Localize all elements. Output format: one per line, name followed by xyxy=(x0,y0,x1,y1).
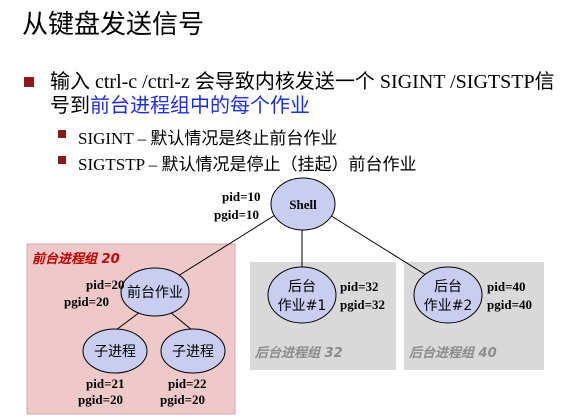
child-2-pgid: pgid=20 xyxy=(160,392,205,407)
main-bullet-text: 输入 ctrl-c /ctrl-z 会导致内核发送一个 SIGINT /SIGT… xyxy=(50,70,574,118)
bg-job-node-2 xyxy=(413,266,483,324)
edge-fg-child1 xyxy=(115,311,141,331)
bg-job-2-pgid: pgid=40 xyxy=(487,297,532,312)
foreground-group-box xyxy=(26,243,236,415)
sub-bullet-sigint: SIGINT – 默认情况是终止前台作业 xyxy=(58,124,337,149)
shell-label: Shell xyxy=(289,197,317,212)
edge-fg-child2 xyxy=(169,311,193,331)
shell-pgid: pgid=10 xyxy=(214,207,259,222)
edge-shell-fg xyxy=(177,211,281,277)
fg-job-label: 前台作业 xyxy=(127,284,183,301)
fg-job-node xyxy=(120,267,190,317)
fg-group-title: 前台进程组 20 xyxy=(32,251,120,267)
sub-bullet-sigtstp: SIGTSTP – 默认情况是停止（挂起）前台作业 xyxy=(58,150,416,175)
bg-job-2-label-line2: 作业#2 xyxy=(424,298,473,314)
bg-group-2-title: 后台进程组 40 xyxy=(408,345,497,361)
main-bullet-plain: 输入 ctrl-c /ctrl-z 会导致内核发送一个 SIGINT /SIGT… xyxy=(50,71,555,117)
bg-job-1-pid: pid=32 xyxy=(340,279,378,294)
child-label-1: 子进程 xyxy=(94,344,136,360)
child-2-pid: pid=22 xyxy=(168,376,206,391)
bg-job-1-pgid: pgid=32 xyxy=(340,297,385,312)
bg-job-2-pid: pid=40 xyxy=(487,279,525,294)
child-label-2: 子进程 xyxy=(172,344,214,360)
bg-job-node-1 xyxy=(267,266,337,324)
shell-pid: pid=10 xyxy=(222,189,260,204)
slide-title: 从键盘发送信号 xyxy=(22,10,205,40)
shell-node xyxy=(270,177,336,231)
bullet-square-icon xyxy=(58,156,66,164)
bg-job-1-label-line1: 后台 xyxy=(288,279,316,295)
sub-bullet-text: SIGINT – 默认情况是终止前台作业 xyxy=(78,129,338,148)
bullet-square-icon xyxy=(58,130,66,138)
fg-job-pgid: pgid=20 xyxy=(64,294,109,309)
bg-job-2-label-line1: 后台 xyxy=(434,279,462,295)
child-node-2 xyxy=(160,328,226,374)
child-1-pgid: pgid=20 xyxy=(78,392,123,407)
edge-shell-bg2 xyxy=(324,211,427,276)
bullet-square-icon xyxy=(24,77,34,87)
main-bullet: 输入 ctrl-c /ctrl-z 会导致内核发送一个 SIGINT /SIGT… xyxy=(24,70,574,118)
main-bullet-highlight: 前台进程组中的每个作业 xyxy=(90,95,310,117)
child-node-1 xyxy=(82,328,148,374)
sub-bullet-text: SIGTSTP – 默认情况是停止（挂起）前台作业 xyxy=(78,155,417,174)
fg-job-pid: pid=20 xyxy=(86,277,124,292)
bg-job-1-label-line2: 作业#1 xyxy=(278,298,327,314)
child-1-pid: pid=21 xyxy=(86,376,124,391)
bg-group-1-title: 后台进程组 32 xyxy=(254,345,343,361)
